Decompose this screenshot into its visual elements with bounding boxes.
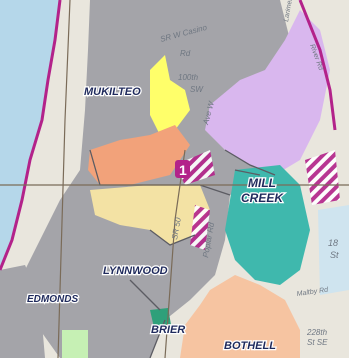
label-mill: MILL xyxy=(248,176,276,190)
district-marker-1[interactable]: 1 xyxy=(175,160,190,178)
hatched-area-east[interactable] xyxy=(305,150,340,205)
label-edmonds: EDMONDS xyxy=(27,294,78,305)
district-teal-small[interactable] xyxy=(150,308,172,332)
district-gray-west[interactable] xyxy=(0,265,45,358)
road-label-st-se: St SE xyxy=(307,338,328,347)
road-label-18: 18 xyxy=(328,238,338,248)
district-yellow[interactable] xyxy=(150,55,190,135)
road-label-sw: SW xyxy=(190,85,204,94)
district-tan[interactable] xyxy=(90,185,210,245)
road-label-st: St xyxy=(330,250,339,260)
district-orange[interactable] xyxy=(88,125,190,185)
district-peach[interactable] xyxy=(180,275,300,358)
road-label-sr50: SR 50 xyxy=(170,216,183,240)
road-label-228th: 228th xyxy=(306,328,328,337)
district-purple[interactable] xyxy=(205,10,330,175)
district-marker-1-box xyxy=(175,160,190,178)
boundary-magenta xyxy=(0,0,62,271)
district-teal[interactable] xyxy=(225,165,310,285)
water-puget-sound xyxy=(0,0,60,270)
label-brier: BRIER xyxy=(151,324,185,336)
hatched-area-central[interactable] xyxy=(190,205,210,250)
road-label-rd: Rd xyxy=(180,49,191,58)
road-label-100th: 100th xyxy=(178,73,199,82)
road-label-maltby: Maltby Rd xyxy=(296,287,329,298)
boundary-magenta-east xyxy=(298,0,337,131)
label-bothell: BOTHELL xyxy=(224,340,276,352)
district-green-small[interactable] xyxy=(62,330,88,358)
label-mukilteo: MUKILTEO xyxy=(84,86,141,98)
water-east xyxy=(318,205,349,295)
district-marker-1-text: 1 xyxy=(179,162,187,178)
label-lynnwood: LYNNWOOD xyxy=(103,265,168,277)
label-creek: CREEK xyxy=(241,191,284,205)
